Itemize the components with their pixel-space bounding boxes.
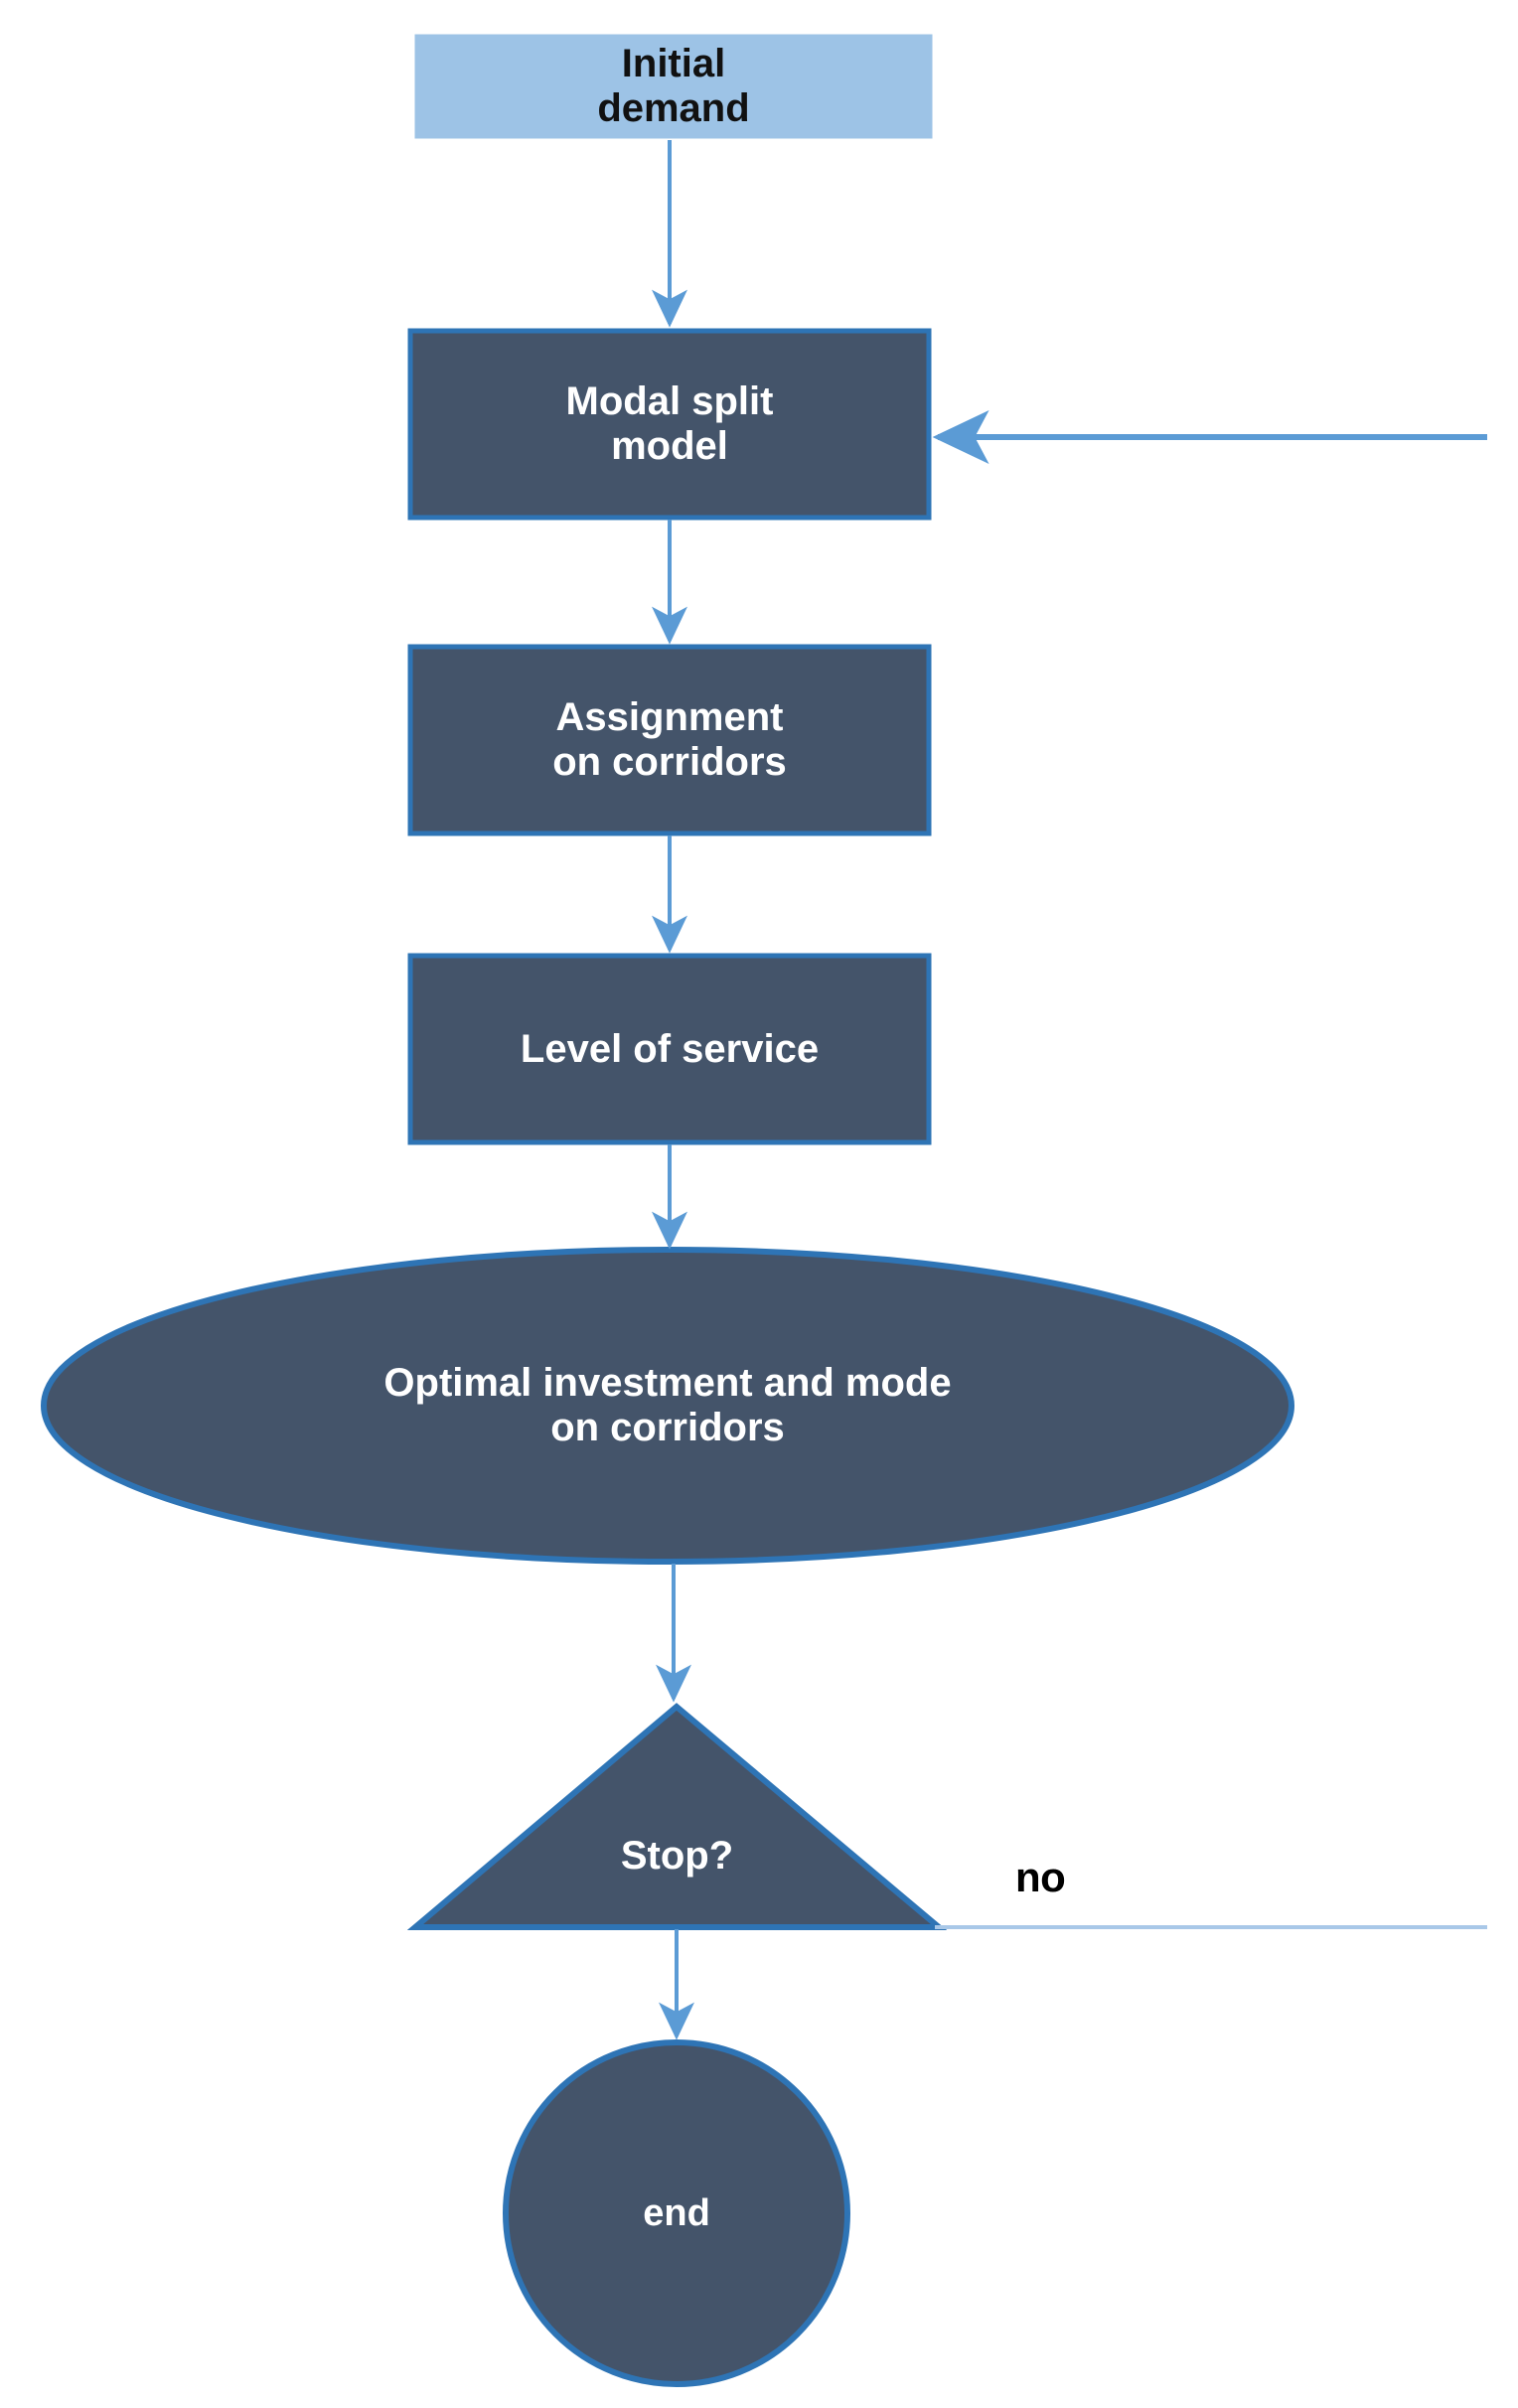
- node-level-of-service[interactable]: [407, 953, 932, 1145]
- node-assignment-on-corridors[interactable]: [407, 644, 932, 836]
- node-modal-split-model[interactable]: [407, 328, 932, 521]
- node-optimal-investment[interactable]: [41, 1247, 1294, 1565]
- node-initial-demand[interactable]: [414, 34, 933, 139]
- edge-label-no: no: [1015, 1854, 1066, 1900]
- node-end[interactable]: [503, 2039, 850, 2387]
- node-stop-decision[interactable]: [406, 1703, 948, 1930]
